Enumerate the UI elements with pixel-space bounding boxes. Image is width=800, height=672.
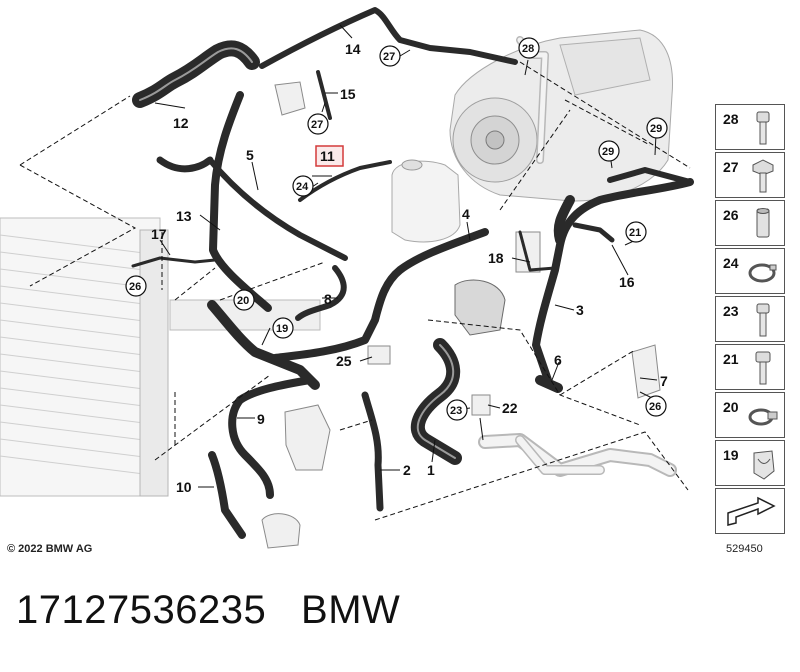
bolt-icon	[756, 111, 770, 145]
legend-item-26[interactable]: 26	[715, 200, 785, 246]
legend-item-23[interactable]: 23	[715, 296, 785, 342]
circled-24: 24	[292, 175, 314, 197]
circled-29a: 29	[646, 117, 668, 139]
legend-number: 21	[723, 351, 739, 367]
bolt-icon	[756, 303, 770, 337]
spring-clamp-icon	[748, 263, 777, 283]
diagram-reference-number: 529450	[726, 543, 763, 555]
legend-number: 26	[723, 207, 739, 223]
circled-23: 23	[446, 399, 468, 421]
circled-28: 28	[518, 37, 540, 59]
circled-20: 20	[233, 289, 255, 311]
copyright-text: © 2022 BMW AG	[7, 543, 93, 555]
callout-8: 8	[324, 291, 332, 307]
clip-icon	[753, 450, 775, 480]
legend-number: 20	[723, 399, 739, 415]
svg-text:26: 26	[129, 281, 141, 293]
ghost-pipes	[478, 433, 677, 477]
circled-29b: 29	[598, 140, 620, 162]
svg-text:20: 20	[237, 295, 249, 307]
callout-14: 14	[345, 41, 361, 57]
circled-19: 19	[272, 317, 294, 339]
radiator	[0, 217, 321, 497]
highlighted-callout[interactable]: 11	[315, 145, 344, 167]
callout-12: 12	[173, 115, 189, 131]
nut-icon	[756, 208, 770, 238]
legend-number: 24	[723, 255, 739, 271]
bolt-icon	[755, 351, 771, 385]
svg-text:19: 19	[276, 323, 288, 335]
legend-item-28[interactable]: 28	[715, 104, 785, 150]
circled-26b: 26	[645, 395, 667, 417]
part-caption: 17127536235 BMW	[16, 588, 401, 632]
legend-number: 19	[723, 447, 739, 463]
svg-text:29: 29	[602, 146, 614, 158]
legend-item-21[interactable]: 21	[715, 344, 785, 390]
callout-13: 13	[176, 208, 192, 224]
callout-9: 9	[257, 411, 265, 427]
legend-item-24[interactable]: 24	[715, 248, 785, 294]
callout-4: 4	[462, 206, 470, 222]
legend-item-19[interactable]: 19	[715, 440, 785, 486]
callout-18: 18	[488, 250, 504, 266]
callout-25: 25	[336, 353, 352, 369]
svg-text:27: 27	[311, 119, 323, 131]
callout-numbers: 14 15 12 5 13 17 8 4 18 3 16 6 7 25 22 9…	[151, 41, 668, 495]
callout-6: 6	[554, 352, 562, 368]
circled-27a: 27	[379, 45, 401, 67]
circled-21: 21	[625, 221, 647, 243]
legend-number: 28	[723, 111, 739, 127]
legend-item-27[interactable]: 27	[715, 152, 785, 198]
hex-bolt-icon	[752, 159, 774, 193]
callout-22: 22	[502, 400, 518, 416]
circled-27b: 27	[307, 113, 329, 135]
next-page-arrow-icon	[727, 496, 776, 526]
legend-item-arrow[interactable]	[715, 488, 785, 534]
svg-text:29: 29	[650, 123, 662, 135]
callout-7: 7	[660, 373, 668, 389]
callout-11: 11	[320, 148, 335, 164]
svg-text:21: 21	[629, 227, 641, 239]
svg-text:23: 23	[450, 405, 462, 417]
svg-text:28: 28	[522, 43, 534, 55]
callout-16: 16	[619, 274, 635, 290]
legend-number: 23	[723, 303, 739, 319]
legend-item-20[interactable]: 20	[715, 392, 785, 438]
legend-number: 27	[723, 159, 739, 175]
callout-5: 5	[246, 147, 254, 163]
circled-callouts: 27 28 27 29 29 24 21 26 20 19 23 26	[125, 37, 668, 421]
hoses	[131, 7, 694, 539]
callout-10: 10	[176, 479, 192, 495]
expansion-tank	[391, 159, 461, 243]
callout-3: 3	[576, 302, 584, 318]
svg-text:27: 27	[383, 51, 395, 63]
callout-2: 2	[403, 462, 411, 478]
svg-text:26: 26	[649, 401, 661, 413]
leader-lines	[154, 24, 658, 488]
hose-clamp-icon	[748, 408, 778, 426]
svg-text:24: 24	[296, 181, 309, 193]
callout-15: 15	[340, 86, 356, 102]
callout-17: 17	[151, 226, 167, 242]
transmission	[449, 29, 674, 202]
components	[261, 81, 661, 549]
highlight-box	[315, 145, 344, 167]
callout-1: 1	[427, 462, 435, 478]
circled-26a: 26	[125, 275, 147, 297]
